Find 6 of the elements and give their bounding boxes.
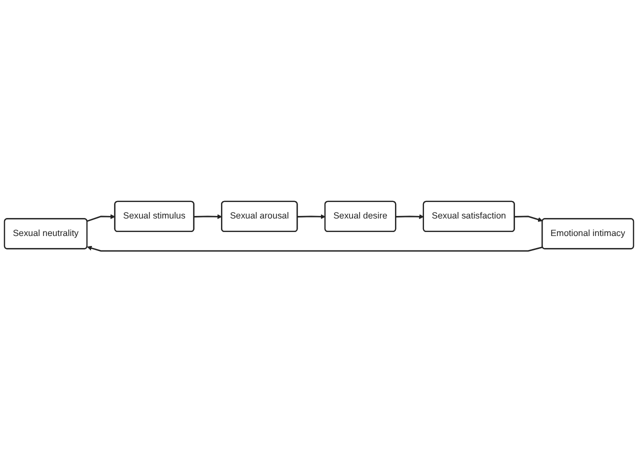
- arrow: [86, 246, 543, 252]
- arrow: [396, 214, 424, 219]
- arrow: [194, 214, 222, 219]
- arrow: [514, 216, 543, 222]
- arrow: [86, 214, 116, 222]
- arrow: [297, 214, 326, 219]
